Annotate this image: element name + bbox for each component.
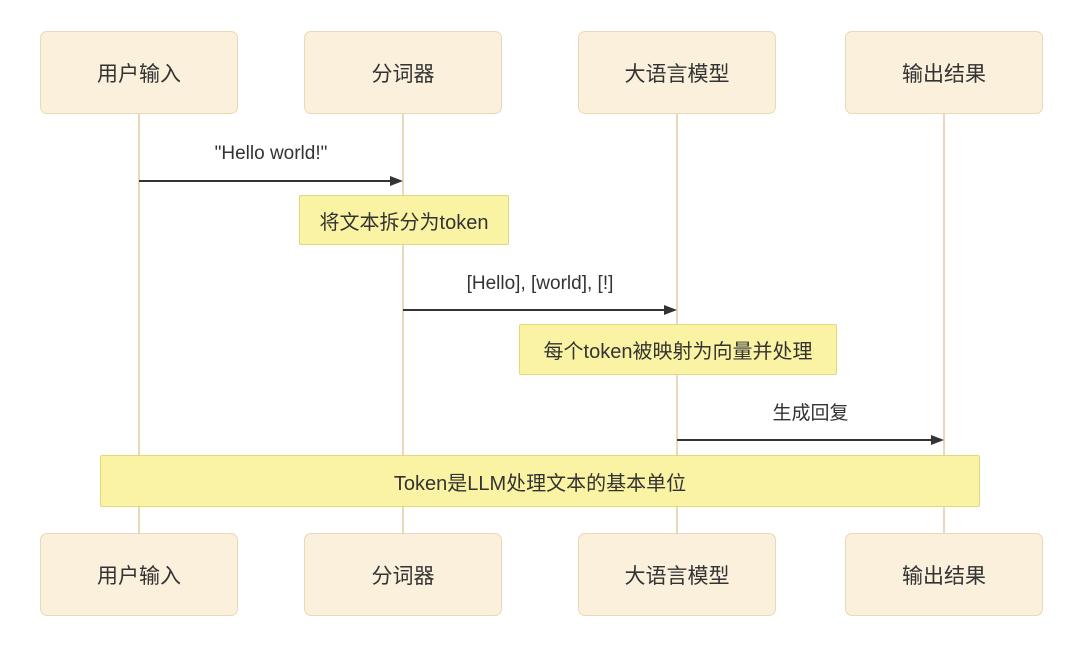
lifeline-output (943, 114, 945, 533)
actor-label: 分词器 (371, 62, 435, 86)
message-3-line (677, 439, 932, 441)
actor-output-bottom: 输出结果 (845, 533, 1043, 616)
actor-output-top: 输出结果 (845, 31, 1043, 114)
actor-label: 输出结果 (902, 62, 986, 86)
lifeline-llm (676, 114, 678, 533)
message-2-line (403, 309, 665, 311)
message-1-arrowhead-icon (390, 176, 403, 186)
message-1-label: "Hello world!" (214, 143, 328, 164)
note-summary: Token是LLM处理文本的基本单位 (100, 455, 980, 507)
actor-llm-bottom: 大语言模型 (578, 533, 776, 616)
actor-user-input-bottom: 用户输入 (40, 533, 238, 616)
message-3-arrowhead-icon (931, 435, 944, 445)
message-1-line (139, 180, 391, 182)
lifeline-user-input (138, 114, 140, 533)
actor-label: 用户输入 (97, 564, 181, 588)
message-3-label: 生成回复 (772, 403, 849, 424)
message-2-arrowhead-icon (664, 305, 677, 315)
note-tokenize: 将文本拆分为token (299, 195, 509, 245)
actor-user-input-top: 用户输入 (40, 31, 238, 114)
actor-label: 分词器 (371, 564, 435, 588)
note-embedding: 每个token被映射为向量并处理 (519, 324, 837, 375)
actor-tokenizer-bottom: 分词器 (304, 533, 502, 616)
actor-tokenizer-top: 分词器 (304, 31, 502, 114)
actor-label: 大语言模型 (624, 564, 730, 588)
actor-label: 用户输入 (97, 62, 181, 86)
actor-label: 输出结果 (902, 564, 986, 588)
message-2-label: [Hello], [world], [!] (466, 273, 614, 294)
lifeline-tokenizer (402, 114, 404, 533)
actor-label: 大语言模型 (624, 62, 730, 86)
actor-llm-top: 大语言模型 (578, 31, 776, 114)
